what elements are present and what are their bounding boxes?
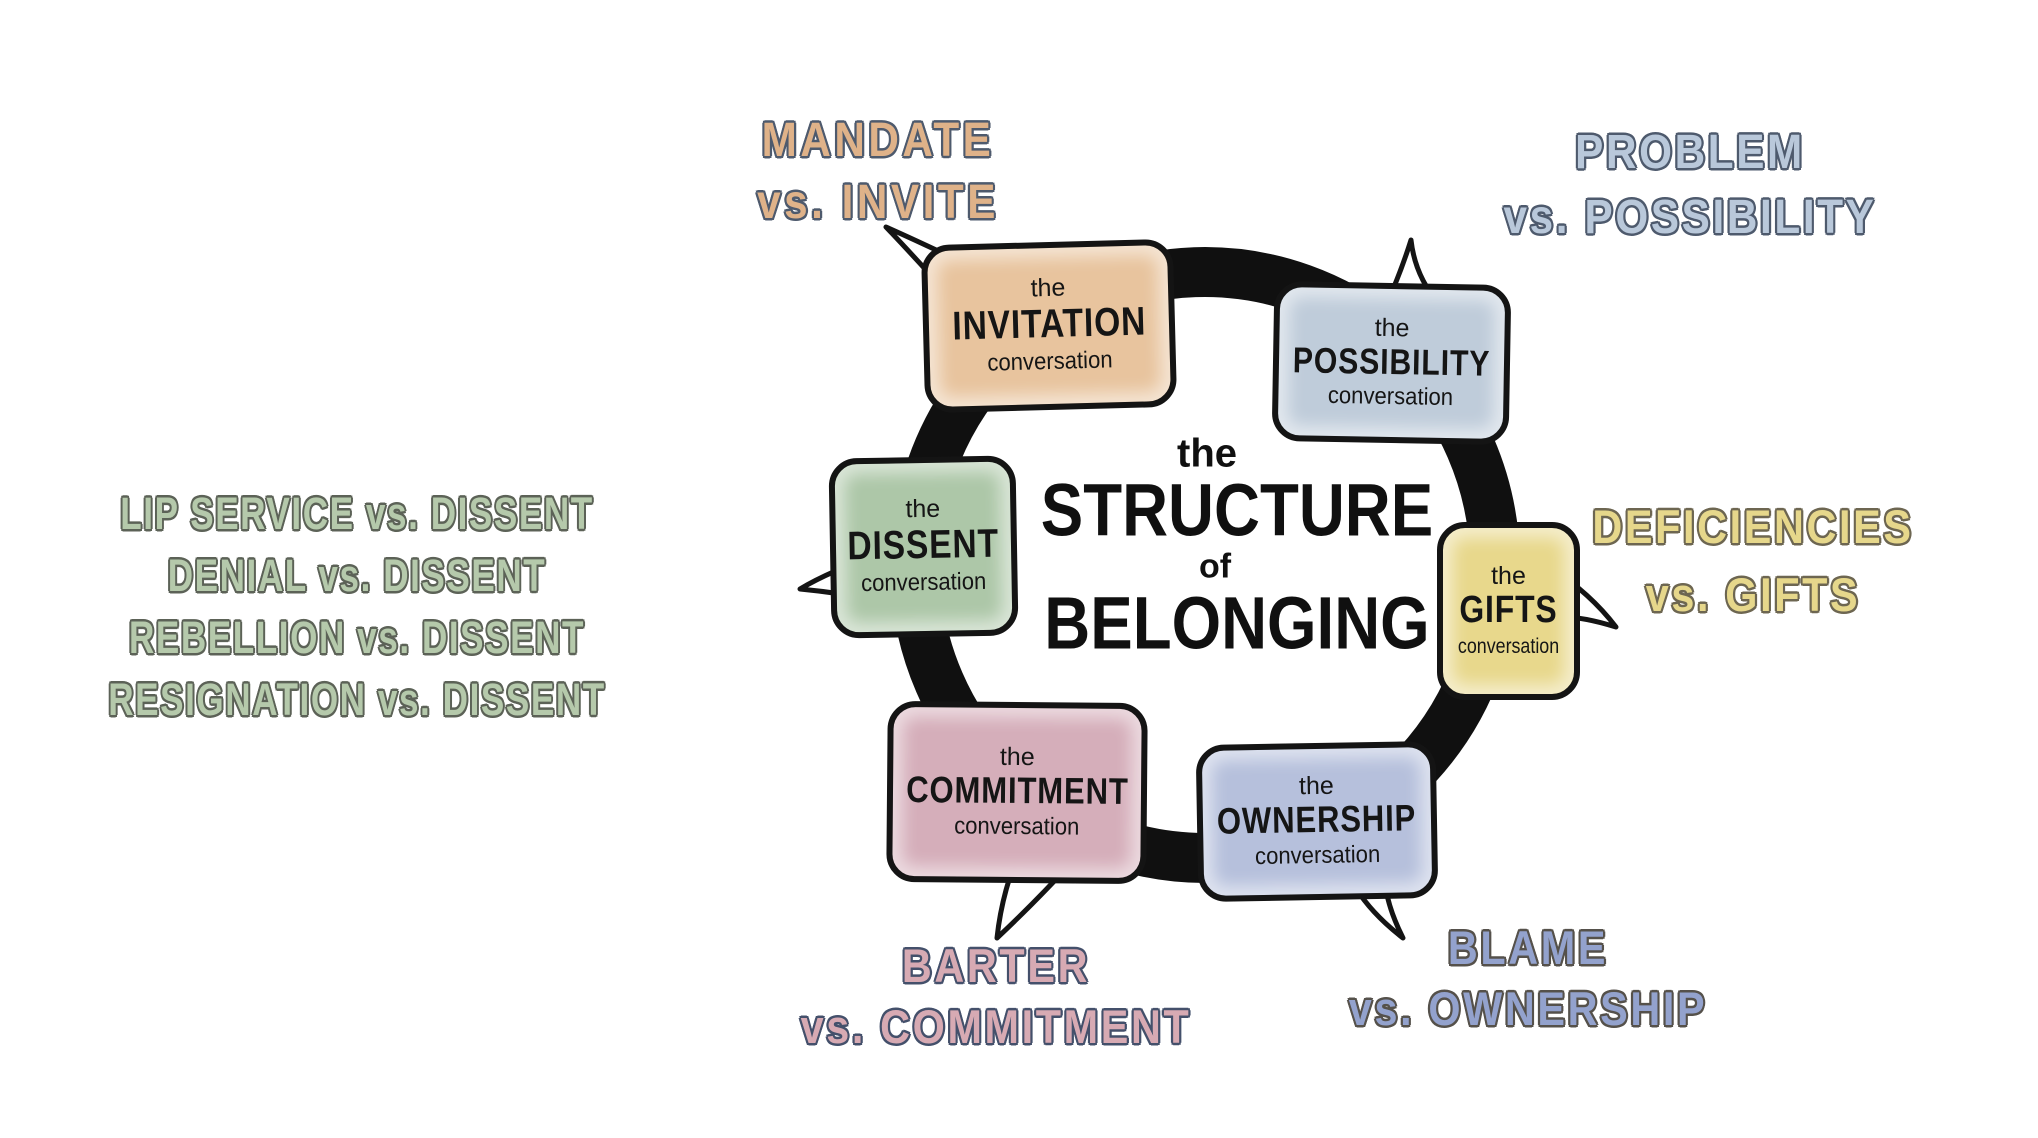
title-line-of: of [1198, 547, 1232, 586]
bubble-word-conversation: conversation [1254, 840, 1381, 871]
bubble-name-invitation: INVITATION [951, 299, 1147, 349]
diagram-title: the STRUCTURE of BELONGING [1009, 434, 1465, 661]
bubble-word-conversation: conversation [861, 568, 987, 598]
title-line-belonging: BELONGING [1044, 581, 1430, 665]
bubble-name-possibility: POSSIBILITY [1292, 338, 1491, 384]
label-mandate-vs-invite: MANDATE vs. INVITE [741, 110, 1016, 234]
bubble-name-commitment: COMMITMENT [905, 768, 1129, 812]
label-line: vs. COMMITMENT [800, 1000, 1192, 1053]
bubble-word-conversation: conversation [953, 812, 1080, 841]
bubble-word-the: the [1491, 562, 1526, 591]
possibility-conversation-bubble: the POSSIBILITY conversation [1271, 280, 1512, 446]
commitment-conversation-bubble: the COMMITMENT conversation [886, 700, 1148, 885]
bubble-name-gifts: GIFTS [1459, 589, 1558, 632]
label-line: BLAME [1447, 921, 1609, 974]
bubble-word-the: the [905, 495, 941, 524]
label-line: DEFICIENCIES [1592, 500, 1914, 553]
label-line: MANDATE [761, 114, 995, 167]
label-barter-vs-commitment: BARTER vs. COMMITMENT [774, 935, 1218, 1057]
bubble-name-ownership: OWNERSHIP [1216, 796, 1417, 842]
bubble-word-conversation: conversation [987, 346, 1113, 377]
label-line: PROBLEM [1575, 126, 1805, 179]
label-blame-vs-ownership: BLAME vs. OWNERSHIP [1324, 917, 1731, 1039]
label-line: vs. OWNERSHIP [1348, 982, 1708, 1035]
bubble-word-the: the [1374, 313, 1410, 342]
gifts-conversation-bubble: the GIFTS conversation [1437, 522, 1580, 700]
dissent-conversation-bubble: the DISSENT conversation [828, 455, 1019, 639]
bubble-name-dissent: DISSENT [847, 521, 1000, 569]
label-line: vs. INVITE [757, 176, 999, 229]
label-deficiencies-vs-gifts: DEFICIENCIES vs. GIFTS [1570, 493, 1935, 629]
label-line: vs. POSSIBILITY [1503, 191, 1877, 244]
label-dissent-variants: LIP SERVICE vs. DISSENT DENIAL vs. DISSE… [38, 483, 676, 731]
label-line: LIP SERVICE vs. DISSENT [120, 488, 594, 539]
bubble-word-the: the [1030, 273, 1066, 303]
label-line: REBELLION vs. DISSENT [129, 612, 585, 663]
label-line: RESIGNATION vs. DISSENT [108, 674, 606, 725]
title-line-the: the [1176, 431, 1237, 476]
ownership-conversation-bubble: the OWNERSHIP conversation [1195, 740, 1439, 903]
bubble-word-conversation: conversation [1457, 634, 1560, 658]
label-line: DENIAL vs. DISSENT [167, 550, 547, 601]
bubble-word-the: the [999, 742, 1035, 771]
label-problem-vs-possibility: PROBLEM vs. POSSIBILITY [1478, 120, 1902, 250]
title-line-structure: STRUCTURE [1040, 468, 1434, 552]
bubble-word-the: the [1298, 771, 1334, 800]
label-line: vs. GIFTS [1645, 568, 1861, 621]
bubble-word-conversation: conversation [1328, 381, 1454, 412]
invitation-conversation-bubble: the INVITATION conversation [920, 238, 1178, 414]
label-line: BARTER [901, 939, 1091, 992]
